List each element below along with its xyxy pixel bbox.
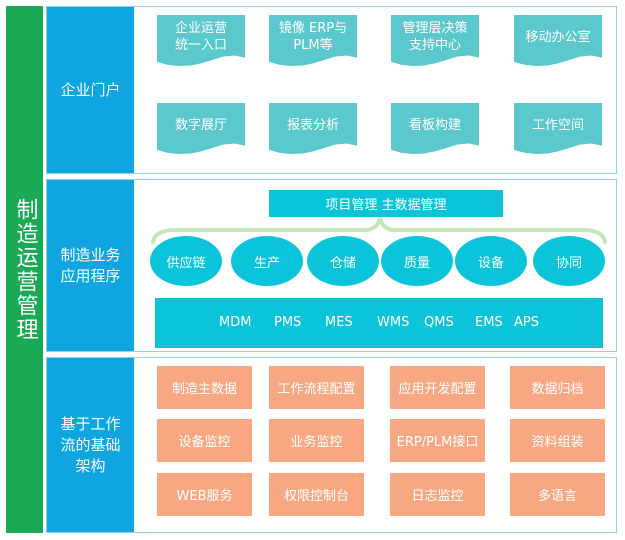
infra-item: 数据归档 bbox=[510, 366, 605, 409]
system-label: MDM bbox=[219, 315, 252, 330]
module-collaboration: 协同 bbox=[533, 236, 605, 286]
infra-item: 应用开发配置 bbox=[390, 366, 485, 409]
app-section: 制造业务 应用程序 项目管理 主数据管理 供应链 生产 仓储 质量 设备 协同 … bbox=[46, 179, 617, 352]
infra-section: 基于工作 流的基础 架构 制造主数据 工作流程配置 应用开发配置 数据归档 设备… bbox=[46, 357, 617, 533]
infra-item: 日志监控 bbox=[390, 473, 485, 516]
system-label: PMS bbox=[274, 315, 302, 330]
portal-item: 企业运营 统一入口 bbox=[157, 15, 245, 66]
portal-item: 看板构建 bbox=[391, 103, 479, 154]
portal-item: 镜像 ERP与 PLM等 bbox=[269, 15, 357, 66]
infra-item: 资料组装 bbox=[510, 419, 605, 462]
infra-item: 权限控制台 bbox=[269, 473, 364, 516]
system-label: APS bbox=[514, 315, 539, 330]
brace-connector bbox=[151, 217, 607, 244]
portal-item: 报表分析 bbox=[269, 103, 357, 154]
systems-bar: MDM PMS MES WMS QMS EMS APS bbox=[155, 298, 603, 348]
module-quality: 质量 bbox=[381, 236, 453, 286]
infra-item: 多语言 bbox=[510, 473, 605, 516]
module-warehouse: 仓储 bbox=[307, 236, 379, 286]
infra-item: 工作流程配置 bbox=[269, 366, 364, 409]
system-label: QMS bbox=[424, 315, 454, 330]
module-supply-chain: 供应链 bbox=[150, 236, 222, 286]
system-label: MES bbox=[325, 315, 353, 330]
portal-item: 工作空间 bbox=[514, 103, 602, 154]
side-label: 制造运营管理 bbox=[12, 197, 38, 342]
side-bar: 制造运营管理 bbox=[6, 6, 43, 533]
system-label: EMS bbox=[475, 315, 503, 330]
portal-item: 移动办公室 bbox=[514, 15, 602, 66]
infra-label: 基于工作 流的基础 架构 bbox=[47, 358, 134, 532]
app-label: 制造业务 应用程序 bbox=[47, 180, 134, 351]
infra-item: 设备监控 bbox=[157, 419, 252, 462]
infra-item: WEB服务 bbox=[157, 473, 252, 516]
portal-item: 管理层决策 支持中心 bbox=[391, 15, 479, 66]
system-label: WMS bbox=[377, 315, 410, 330]
infra-item: 制造主数据 bbox=[157, 366, 252, 409]
module-production: 生产 bbox=[231, 236, 303, 286]
infra-item: 业务监控 bbox=[269, 419, 364, 462]
portal-section: 企业门户 企业运营 统一入口 镜像 ERP与 PLM等 管理层决策 支持中心 移… bbox=[46, 6, 617, 174]
project-master-data-bar: 项目管理 主数据管理 bbox=[269, 190, 503, 217]
portal-label: 企业门户 bbox=[47, 7, 134, 173]
infra-item: ERP/PLM接口 bbox=[390, 419, 485, 462]
portal-item: 数字展厅 bbox=[157, 103, 245, 154]
module-equipment: 设备 bbox=[455, 236, 527, 286]
